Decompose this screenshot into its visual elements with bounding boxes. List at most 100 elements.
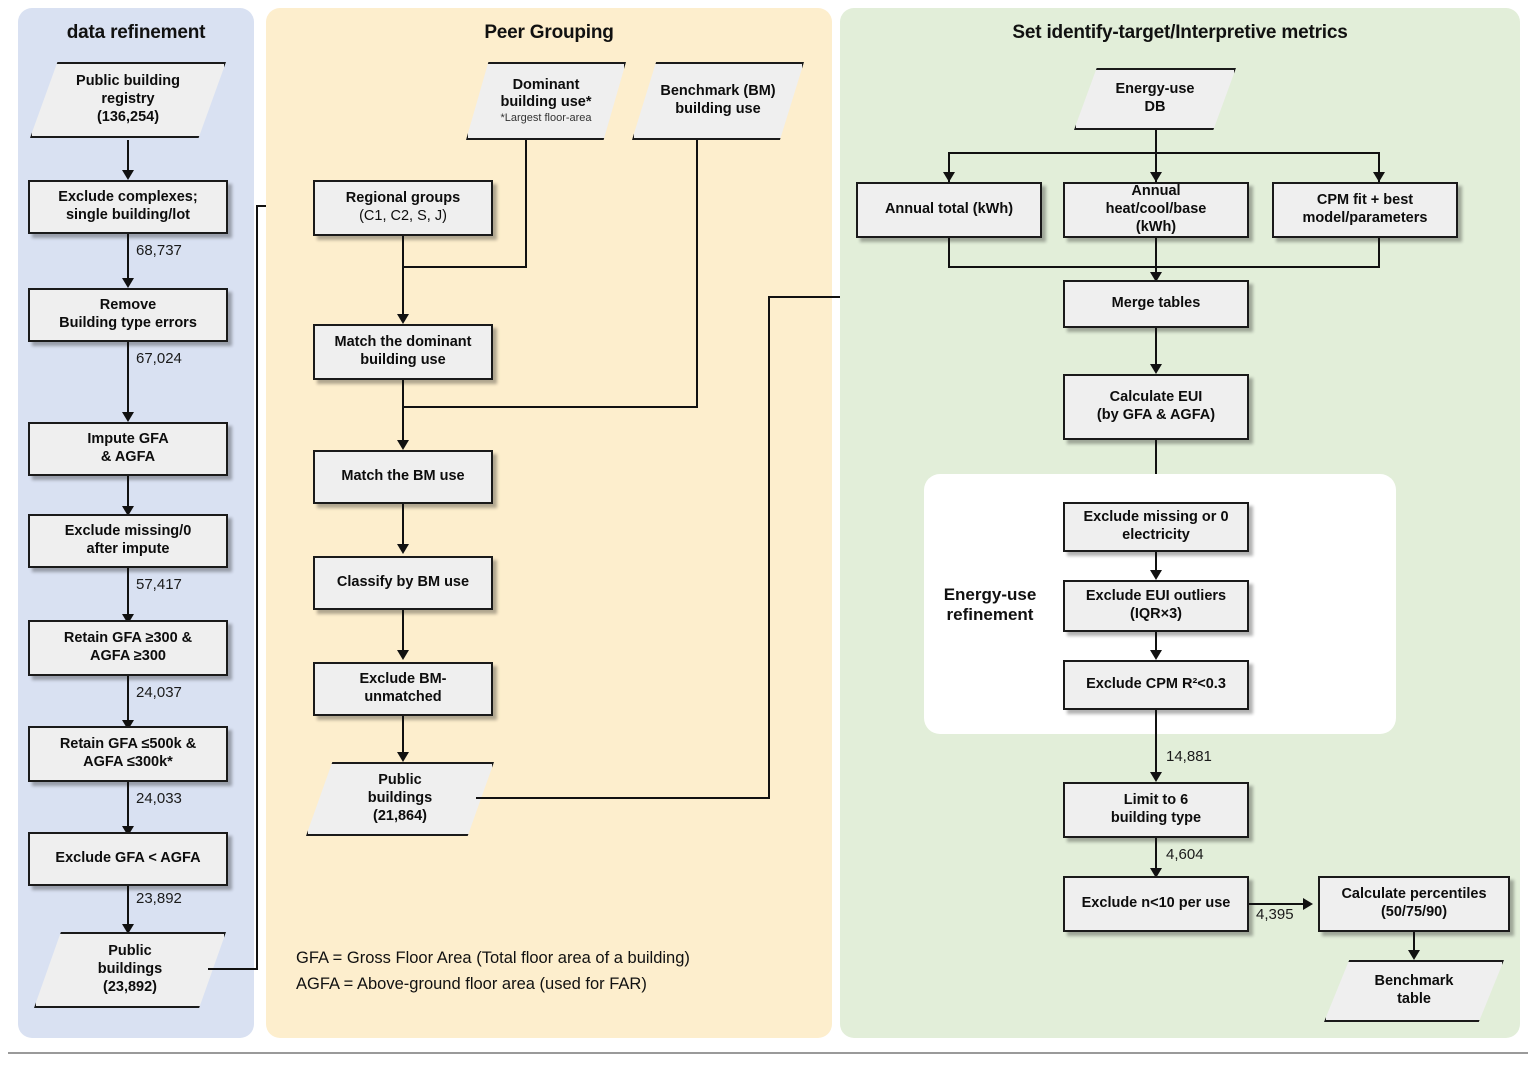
connector-line	[1413, 932, 1415, 956]
arrow-head	[122, 720, 134, 730]
connector-line	[127, 676, 129, 726]
node-line-2: (C1, C2, S, J)	[359, 208, 447, 224]
node-line-2: building type	[1110, 810, 1202, 826]
arrow-head	[122, 826, 134, 836]
parallelogram-shape	[1324, 960, 1504, 1022]
count-label-2: 67,024	[136, 350, 182, 367]
connector-line	[1155, 440, 1157, 498]
connector-line	[127, 342, 129, 418]
node-retain-gfa-max: Retain GFA ≤500k & AGFA ≤300k*	[28, 726, 228, 782]
card-label-line-1: Energy-use	[943, 585, 1037, 604]
arrow-head	[1150, 272, 1162, 282]
node-line-1: Remove	[99, 297, 157, 314]
node-exclude-eui-outliers: Exclude EUI outliers (IQR×3)	[1063, 580, 1249, 632]
energy-use-refinement-label: Energy-use refinement	[930, 585, 1050, 626]
node-line-2: AGFA ≤300k*	[83, 754, 173, 770]
arrow-head	[397, 650, 409, 660]
connector-line	[127, 782, 129, 832]
node-benchmark-table: Benchmark table	[1324, 960, 1504, 1022]
node-line-1: Exclude n<10 per use	[1081, 895, 1231, 912]
connector-line	[948, 152, 1380, 154]
node-line-2: table	[1397, 991, 1431, 1007]
node-remove-building-type-errors: Remove Building type errors	[28, 288, 228, 342]
node-public-building-registry: Public building registry (136,254)	[30, 62, 226, 138]
node-line-2: (50/75/90)	[1380, 904, 1448, 920]
node-line-2: Building type errors	[59, 315, 197, 331]
connector-line	[1378, 238, 1380, 268]
connector-line	[1155, 838, 1157, 874]
node-line-1: Annual total (kWh)	[884, 201, 1014, 218]
node-retain-gfa-min: Retain GFA ≥300 & AGFA ≥300	[28, 620, 228, 676]
node-line-1: Limit to 6	[1123, 792, 1189, 809]
node-line-1: Benchmark (BM)	[660, 83, 776, 100]
connector-line	[208, 968, 258, 970]
connector-line	[402, 236, 404, 320]
node-line-1: Public	[108, 943, 152, 960]
node-line-1: Exclude GFA < AGFA	[55, 850, 201, 867]
node-line-1: Retain GFA ≤500k &	[59, 736, 197, 753]
connector-line	[768, 296, 770, 799]
connector-line	[948, 238, 950, 268]
node-line-2: DB	[1144, 99, 1166, 115]
node-line-1: Retain GFA ≥300 &	[63, 630, 193, 647]
connector-line	[1249, 903, 1309, 905]
node-public-buildings-21864: Public buildings (21,864)	[306, 762, 494, 836]
arrow-head	[1150, 868, 1162, 878]
connector-line	[127, 140, 129, 176]
count-label-2: 4,604	[1166, 846, 1204, 863]
connector-line	[127, 886, 129, 930]
node-line-2: & AGFA	[100, 449, 156, 465]
node-line-2: building use	[360, 352, 446, 368]
node-line-2: single building/lot	[65, 207, 191, 223]
connector-line	[948, 266, 1380, 268]
node-line-2: (IQR×3)	[1130, 606, 1182, 622]
node-dominant-building-use: Dominant building use* *Largest floor-ar…	[466, 62, 626, 140]
arrow-head	[1373, 172, 1385, 182]
node-line-3: (23,892)	[102, 978, 157, 995]
bottom-divider	[8, 1052, 1528, 1054]
node-exclude-missing-after-impute: Exclude missing/0 after impute	[28, 514, 228, 568]
node-line-3: (21,864)	[372, 807, 427, 824]
connector-line	[256, 205, 258, 970]
arrow-head	[1150, 650, 1162, 660]
panel-peer-grouping: Peer Grouping	[266, 8, 832, 1038]
arrow-head	[122, 506, 134, 516]
panel-title-peer-grouping: Peer Grouping	[484, 22, 614, 43]
arrow-head	[1303, 898, 1313, 910]
node-line-1: Energy-use	[1115, 81, 1195, 98]
legend-line-1: GFA = Gross Floor Area (Total floor area…	[296, 949, 690, 967]
node-line-1: Regional groups	[345, 190, 461, 207]
connector-line	[402, 716, 404, 758]
node-line-1: Public	[378, 772, 422, 789]
parallelogram-shape	[34, 932, 226, 1008]
node-merge-tables: Merge tables	[1063, 280, 1249, 328]
node-calculate-percentiles: Calculate percentiles (50/75/90)	[1318, 876, 1510, 932]
node-cpm-fit-best-model: CPM fit + best model/parameters	[1272, 182, 1458, 238]
node-line-2: model/parameters	[1302, 210, 1428, 226]
node-line-1: Match the BM use	[341, 468, 465, 485]
arrow-head	[1150, 364, 1162, 374]
node-line-2: building use*	[500, 94, 592, 111]
node-annual-total: Annual total (kWh)	[856, 182, 1042, 238]
arrow-head	[122, 924, 134, 934]
arrow-head	[397, 440, 409, 450]
node-line-1: Annual	[1131, 183, 1181, 200]
count-label-4: 24,037	[136, 684, 182, 701]
connector-line	[402, 504, 404, 550]
node-benchmark-building-use: Benchmark (BM) building use	[632, 62, 804, 140]
node-exclude-complexes: Exclude complexes; single building/lot	[28, 180, 228, 234]
connector-line	[127, 476, 129, 512]
connector-line	[1378, 152, 1380, 182]
connector-line	[402, 610, 404, 656]
node-line-2: heat/cool/base	[1105, 201, 1207, 218]
count-label-5: 24,033	[136, 790, 182, 807]
legend-line-2: AGFA = Above-ground floor area (used for…	[296, 974, 647, 993]
arrow-head	[122, 614, 134, 624]
node-line-1: Exclude missing/0	[64, 523, 192, 540]
arrow-head	[1150, 172, 1162, 182]
arrow-head	[397, 544, 409, 554]
node-line-1: Dominant	[512, 76, 580, 93]
connector-line	[525, 140, 527, 268]
connector-line	[948, 152, 950, 182]
arrow-head	[122, 412, 134, 422]
